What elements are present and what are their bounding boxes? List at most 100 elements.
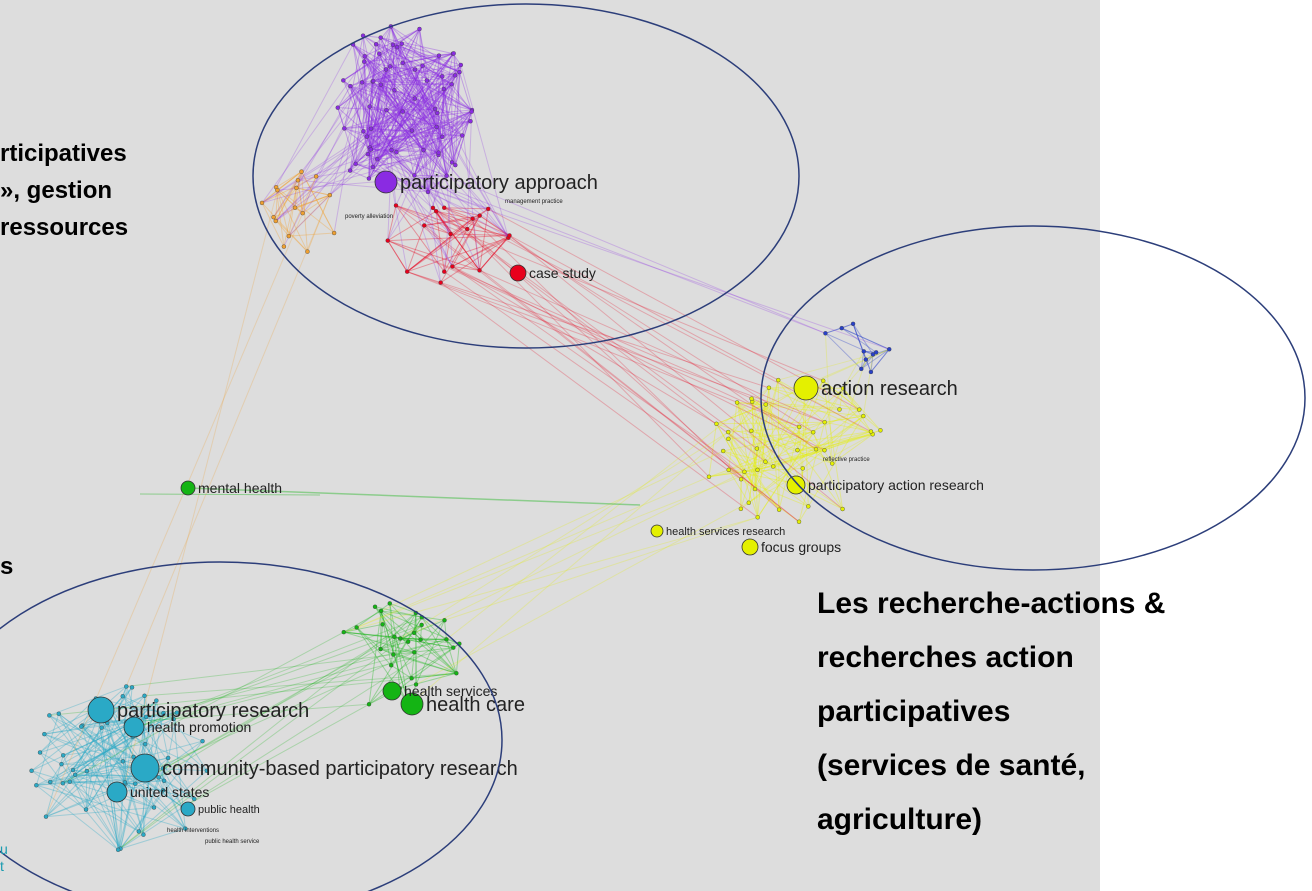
edge (387, 210, 437, 242)
edge (427, 152, 440, 193)
edge (450, 233, 510, 236)
bridge-edge (261, 88, 445, 204)
node-label: participatory approach (400, 172, 598, 194)
minor-node (813, 447, 819, 452)
edge (472, 218, 481, 271)
edge (414, 98, 456, 166)
edge (443, 228, 468, 272)
edge (72, 712, 178, 771)
node-label: action research (821, 378, 958, 400)
bridge-edge (842, 354, 874, 389)
edge (750, 404, 767, 432)
edge (275, 186, 335, 234)
edge (728, 431, 872, 471)
edge (350, 85, 437, 128)
edge (402, 28, 420, 64)
edge (39, 752, 62, 765)
edge (736, 402, 833, 464)
bridge-edge (125, 194, 331, 687)
edge (288, 187, 297, 237)
bridge-edge (423, 225, 800, 523)
bridge-edge (432, 207, 758, 449)
bridge-edge (356, 476, 710, 628)
edge (364, 61, 443, 77)
edge (411, 98, 416, 131)
bridge-edge (509, 235, 843, 510)
bridge-edge (423, 149, 474, 220)
major-nodes (87, 170, 819, 817)
minor-node (449, 160, 455, 165)
edge (363, 130, 412, 132)
bridge-edge (355, 163, 489, 210)
minor-node (706, 474, 712, 480)
edge (352, 44, 404, 112)
edge (276, 189, 308, 252)
edge (722, 450, 843, 510)
edge (349, 53, 380, 171)
bridge-edge (387, 90, 395, 241)
edge (337, 81, 363, 109)
node-label: health services (404, 683, 497, 699)
edge (363, 61, 395, 91)
edge (842, 388, 881, 431)
edge (740, 478, 800, 523)
edge (715, 423, 756, 490)
edge (427, 53, 454, 193)
edge (145, 716, 203, 742)
minor-node (48, 779, 53, 785)
minor-node (405, 639, 411, 644)
edge (288, 232, 335, 237)
edge (756, 404, 767, 449)
edge (117, 687, 133, 850)
edge (392, 44, 397, 153)
edge (822, 380, 872, 432)
edge (723, 431, 814, 452)
node-community-based-participatory-research (130, 753, 160, 783)
edge (355, 28, 420, 165)
edge (441, 64, 462, 138)
edge (297, 180, 304, 214)
edge (369, 147, 447, 177)
minor-node (477, 213, 482, 218)
edge (727, 431, 759, 518)
edge (446, 135, 463, 176)
minor-node (67, 779, 72, 784)
edge (841, 327, 890, 350)
minor-node (389, 147, 394, 153)
edge (722, 450, 780, 511)
caption-line: participatives (817, 695, 1011, 728)
node-label: health services research (666, 526, 785, 538)
edge (370, 130, 413, 150)
edge (370, 128, 412, 132)
edge (444, 207, 480, 217)
edge (61, 756, 134, 765)
edge (402, 62, 436, 110)
edge (366, 80, 374, 137)
left-cluster-caption-cut: rticipatives », gestion ressources (0, 135, 128, 246)
edge (387, 234, 510, 242)
minor-node (419, 622, 424, 628)
minor-node (131, 754, 136, 760)
minor-node (425, 189, 431, 195)
edge (414, 69, 438, 128)
edge (343, 631, 401, 640)
edge (376, 53, 380, 160)
edge (49, 763, 62, 783)
edge (438, 88, 445, 153)
edge (392, 44, 461, 66)
edge (45, 712, 164, 818)
edge (842, 388, 860, 410)
edge (356, 627, 381, 650)
edge (411, 120, 471, 132)
bridge-edge (443, 207, 710, 478)
edge (101, 719, 126, 785)
edge (389, 602, 417, 614)
minor-node (441, 86, 447, 92)
bridge-edge (387, 75, 456, 241)
edge (443, 88, 456, 166)
minor-node (400, 109, 405, 114)
minor-node (746, 500, 751, 505)
bridge-edge (367, 153, 451, 235)
edge (380, 624, 384, 650)
edge (744, 467, 803, 473)
